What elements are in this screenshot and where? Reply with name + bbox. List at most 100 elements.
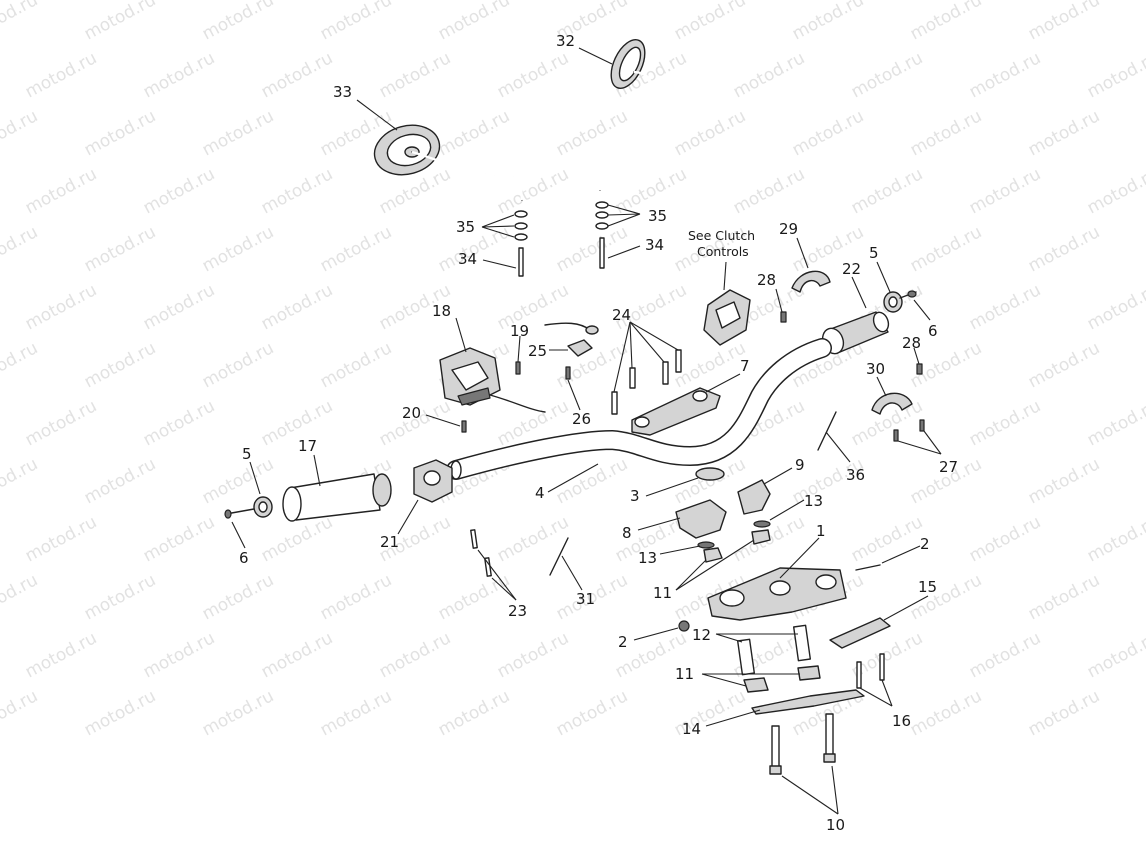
callout-4: 4 — [535, 484, 545, 502]
watermark-text: motod.ru — [0, 570, 41, 624]
watermark-text: motod.ru — [81, 454, 159, 508]
watermark-text: motod.ru — [435, 106, 513, 160]
callout-11-lower: 11 — [675, 665, 694, 683]
watermark-text: motod.ru — [0, 338, 41, 392]
watermark-text: motod.ru — [907, 0, 985, 44]
watermark-text: motod.ru — [553, 454, 631, 508]
watermark-text: motod.ru — [258, 164, 336, 218]
callout-labels: 33 32 35 34 35 34 See Clutch Controls 29… — [239, 32, 958, 834]
callout-28-upper: 28 — [757, 271, 776, 289]
watermark-text: motod.ru — [140, 628, 218, 682]
part-11-bushing-c — [743, 677, 769, 693]
part-36-pin — [817, 411, 837, 451]
part-30-half-ring — [871, 392, 913, 415]
part-2-bolt-right — [855, 564, 881, 571]
part-19-screw — [515, 361, 521, 375]
watermark-text: motod.ru — [494, 280, 572, 334]
watermark-text: motod.ru — [671, 338, 749, 392]
watermark-text: motod.ru — [199, 686, 277, 740]
callout-6-left: 6 — [239, 549, 249, 567]
watermark-text: motod.ru — [671, 0, 749, 44]
watermark-text: motod.ru — [966, 280, 1044, 334]
callout-26: 26 — [572, 410, 591, 428]
see-clutch-line-1: See Clutch — [688, 228, 755, 243]
watermark-text: motod.ru — [966, 396, 1044, 450]
watermark-text: motod.ru — [22, 628, 100, 682]
leader-lines — [231, 47, 942, 815]
part-10-long-bolts — [769, 713, 836, 775]
watermark-text: motod.ru — [81, 686, 159, 740]
watermark-text: motod.ru — [494, 512, 572, 566]
watermark-text: motod.ru — [140, 48, 218, 102]
watermark-text: motod.ru — [789, 106, 867, 160]
callout-22: 22 — [842, 260, 861, 278]
watermark-text: motod.ru — [1084, 48, 1146, 102]
part-31-pin — [549, 537, 569, 576]
part-5-bar-end-left — [224, 496, 273, 519]
part-15-bracket — [829, 617, 891, 649]
watermark-text: motod.ru — [81, 570, 159, 624]
callout-18: 18 — [432, 302, 451, 320]
part-18-switch-housing — [439, 347, 546, 413]
watermark-text: motod.ru — [140, 164, 218, 218]
callout-10: 10 — [826, 816, 845, 834]
watermark-text: motod.ru — [1084, 512, 1146, 566]
watermark-text: motod.ru — [317, 0, 395, 44]
part-14-plate — [751, 689, 865, 715]
callout-30: 30 — [866, 360, 885, 378]
callout-35-right: 35 — [648, 207, 667, 225]
watermark-text: motod.ru — [966, 48, 1044, 102]
watermark-text: motod.ru — [907, 686, 985, 740]
watermark-text: motod.ru — [22, 48, 100, 102]
watermark-text: motod.ru — [317, 338, 395, 392]
watermark-text: motod.ru — [789, 0, 867, 44]
watermark-text: motod.ru — [81, 106, 159, 160]
watermark-text: motod.ru — [81, 338, 159, 392]
watermark-text: motod.ru — [317, 570, 395, 624]
watermark-text: motod.ru — [1025, 338, 1103, 392]
part-29-half-ring — [791, 270, 831, 293]
part-1-riser-mount — [707, 567, 847, 621]
watermark-text: motod.ru — [0, 0, 41, 44]
watermark-text: motod.ru — [494, 48, 572, 102]
part-16-bolt-b — [879, 653, 885, 681]
callout-24: 24 — [612, 306, 631, 324]
part-24-bolts — [611, 349, 682, 415]
watermark-text: motod.ru — [966, 164, 1044, 218]
watermark-text: motod.ru — [258, 628, 336, 682]
part-21-throttle-housing — [413, 459, 453, 503]
watermark-text: motod.ru — [376, 628, 454, 682]
callout-13-left: 13 — [638, 549, 657, 567]
part-25-cable-clip — [544, 322, 599, 357]
callout-27: 27 — [939, 458, 958, 476]
watermark-text: motod.ru — [0, 686, 41, 740]
watermark-text: motod.ru — [22, 396, 100, 450]
watermark-text: motod.ru — [907, 106, 985, 160]
callout-28-lower: 28 — [902, 334, 921, 352]
part-28-screw-upper — [780, 311, 787, 323]
callout-29: 29 — [779, 220, 798, 238]
watermark-text: motod.ru — [0, 106, 41, 160]
part-27-screw-b — [919, 419, 925, 432]
callout-1: 1 — [816, 522, 826, 540]
part-26-screw — [565, 366, 571, 380]
watermark-text: motod.ru — [199, 570, 277, 624]
part-7-upper-clamp — [631, 387, 721, 436]
watermark-text: motod.ru — [22, 280, 100, 334]
watermark-text: motod.ru — [494, 164, 572, 218]
callout-35-left: 35 — [456, 218, 475, 236]
watermark-text: motod.ru — [494, 628, 572, 682]
part-2-nut-left — [678, 620, 690, 632]
parts-drawing — [224, 39, 925, 775]
callout-16: 16 — [892, 712, 911, 730]
part-11-bushing-d — [797, 665, 821, 681]
callout-2-right: 2 — [920, 535, 930, 553]
callout-19: 19 — [510, 322, 529, 340]
watermark-text: motod.ru — [199, 222, 277, 276]
callout-32: 32 — [556, 32, 575, 50]
watermark-text: motod.ru — [730, 164, 808, 218]
part-20-screw — [461, 420, 467, 433]
part-28-screw-lower — [916, 363, 923, 375]
part-23-screw-a — [470, 529, 478, 549]
